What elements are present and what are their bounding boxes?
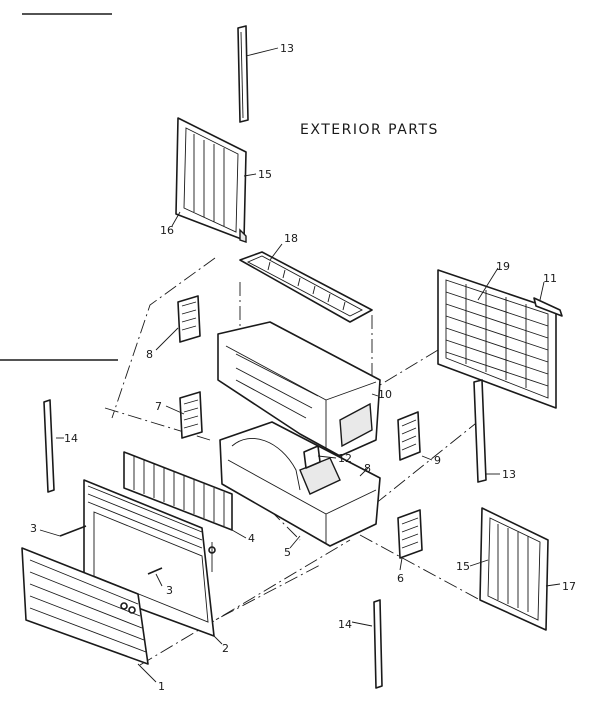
callout-10: 10	[378, 388, 392, 401]
callout-6: 6	[397, 572, 404, 585]
callout-13-top: 13	[280, 42, 294, 55]
part-19-rear-grille	[437, 269, 557, 409]
part-18-top-cover	[239, 251, 373, 323]
part-9-bracket	[397, 411, 421, 461]
callout-4: 4	[248, 532, 255, 545]
part-17-side-panel	[479, 507, 549, 631]
part-13-top-strip	[237, 25, 249, 123]
callout-1: 1	[158, 680, 165, 693]
alignment-lines	[104, 257, 481, 666]
callout-9: 9	[434, 454, 441, 467]
callout-13-right: 13	[502, 468, 516, 481]
part-16-side-panel	[175, 117, 247, 243]
part-1-front-grille	[21, 547, 149, 665]
part-fastener	[208, 542, 216, 572]
part-10-chassis	[217, 321, 381, 457]
callout-18: 18	[284, 232, 298, 245]
callout-8-lower: 8	[364, 462, 371, 475]
callout-16: 16	[160, 224, 174, 237]
callout-12: 12	[338, 452, 352, 465]
callout-14-bottom: 14	[338, 618, 352, 631]
callout-3-left: 3	[30, 522, 37, 535]
callout-19: 19	[496, 260, 510, 273]
part-12-tab	[303, 445, 321, 469]
callout-8-upper: 8	[146, 348, 153, 361]
part-13-right-strip	[473, 379, 487, 483]
part-11-clip	[533, 297, 563, 317]
callout-17: 17	[562, 580, 576, 593]
part-6-bracket	[397, 509, 423, 559]
leader-lines	[39, 47, 561, 683]
callout-11: 11	[543, 272, 557, 285]
callout-3-center: 3	[166, 584, 173, 597]
callout-7: 7	[155, 400, 162, 413]
part-3-screw-left	[59, 525, 87, 537]
callout-2: 2	[222, 642, 229, 655]
part-7-bracket	[179, 391, 203, 439]
callout-labels: 13 15 16 18 19 11 8 10 7 12 9 14 13 8 3 …	[30, 42, 576, 693]
callout-15-bottom: 15	[456, 560, 470, 573]
part-3-screw-center	[147, 567, 163, 575]
diagram-title: EXTERIOR PARTS	[300, 122, 439, 138]
part-8-upper-bracket	[177, 295, 201, 343]
callout-5: 5	[284, 546, 291, 559]
callout-15-top: 15	[258, 168, 272, 181]
callout-14-left: 14	[64, 432, 78, 445]
part-14-bottom-strip	[373, 599, 383, 689]
part-14-left-strip	[43, 399, 55, 493]
